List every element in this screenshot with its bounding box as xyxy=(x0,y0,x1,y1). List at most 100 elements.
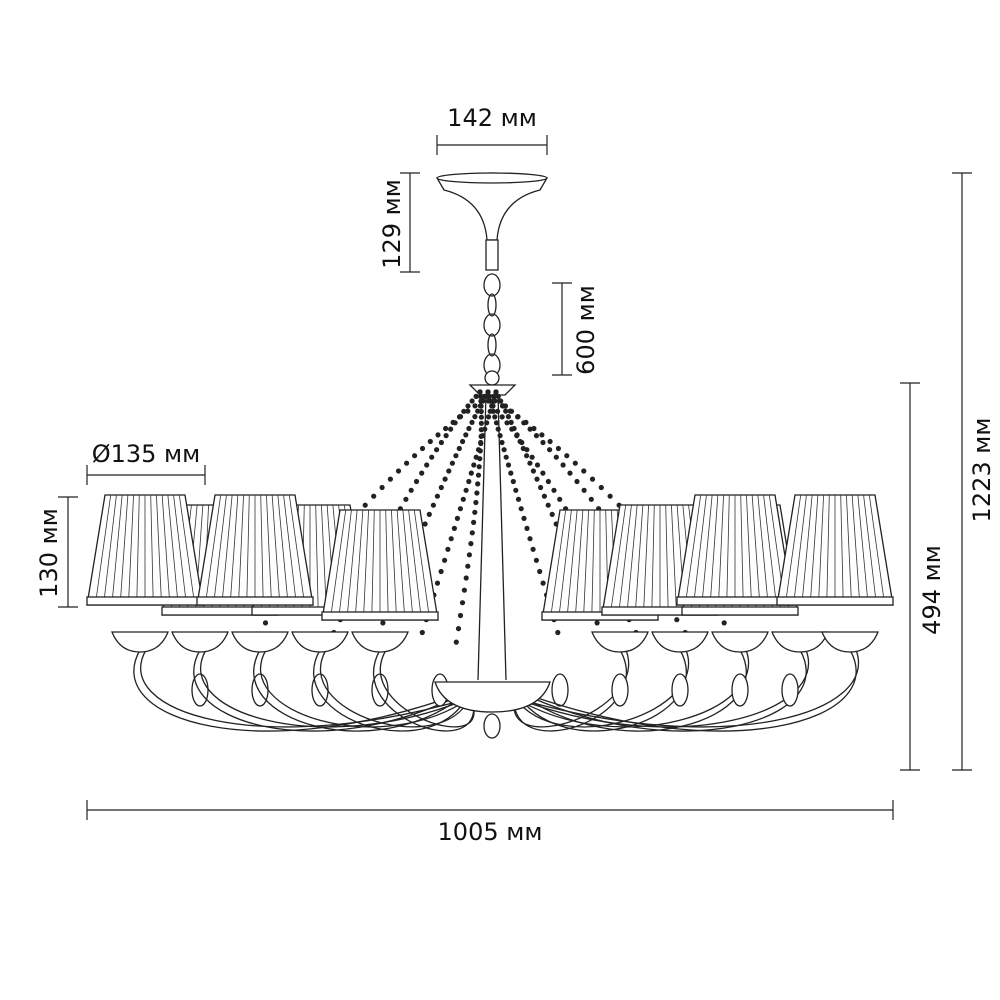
bead xyxy=(485,389,491,395)
bead xyxy=(479,398,485,404)
bead xyxy=(496,398,503,404)
bead xyxy=(539,432,545,438)
shade-pleat xyxy=(818,494,824,606)
shade-pleat xyxy=(338,509,352,621)
bead xyxy=(449,460,455,466)
shade-pleat xyxy=(826,494,830,606)
bead xyxy=(457,612,464,619)
bead xyxy=(503,408,509,414)
shade-pleat xyxy=(718,494,724,606)
shade-pleat xyxy=(246,494,250,606)
arm xyxy=(199,649,471,728)
shade-pleat xyxy=(136,494,140,606)
bead xyxy=(380,620,386,626)
canopy-width-label: 142 мм xyxy=(447,104,537,132)
shade-pleat xyxy=(693,494,707,606)
bead xyxy=(533,433,540,439)
bead xyxy=(478,403,484,409)
bead xyxy=(493,420,500,426)
candle-cup xyxy=(771,631,829,653)
bead xyxy=(448,536,454,542)
bead xyxy=(469,398,475,404)
bead xyxy=(371,493,377,499)
shade-pleat xyxy=(726,494,730,606)
bead xyxy=(545,502,551,508)
bead xyxy=(490,403,496,409)
shade-pleat xyxy=(178,494,196,606)
bead xyxy=(430,502,436,508)
shade-pleat xyxy=(277,494,289,606)
bead xyxy=(450,419,456,425)
bead xyxy=(466,552,472,558)
bead xyxy=(499,414,505,420)
shade-pleat xyxy=(549,509,567,621)
shade-rim xyxy=(196,596,314,606)
shade-pleat xyxy=(566,509,578,621)
bead xyxy=(531,425,537,432)
shade-pleat xyxy=(204,494,222,606)
bead xyxy=(469,530,475,536)
bead xyxy=(523,419,529,425)
bead xyxy=(468,541,474,547)
bead xyxy=(438,484,444,491)
shade-pleat xyxy=(701,494,713,606)
bead xyxy=(446,468,452,474)
crystal-drop xyxy=(731,673,749,707)
chain xyxy=(483,273,501,386)
shade-pleat xyxy=(238,494,244,606)
bead xyxy=(466,425,472,432)
candle-cup xyxy=(351,631,409,653)
bead xyxy=(435,432,441,438)
shade-pleat xyxy=(385,509,389,621)
bead xyxy=(499,439,505,446)
bead xyxy=(524,525,530,532)
crystal-drop xyxy=(671,673,689,707)
shade-pleat xyxy=(371,509,375,621)
bead xyxy=(477,448,483,454)
candle-cup xyxy=(231,631,289,653)
shade-pleat xyxy=(229,494,239,606)
bead xyxy=(419,445,426,452)
candle-cup xyxy=(291,631,349,653)
shade-pleat xyxy=(591,509,595,621)
bead xyxy=(495,426,501,432)
chain-link xyxy=(483,313,501,337)
bead xyxy=(509,426,515,432)
bead xyxy=(434,493,440,499)
shade-pleat xyxy=(868,494,886,606)
bead xyxy=(589,476,596,482)
bead xyxy=(429,454,435,460)
arm xyxy=(253,649,471,732)
shade-pleat xyxy=(391,509,397,621)
lamp-shade xyxy=(321,509,439,621)
bead xyxy=(413,478,420,485)
shade-pleat xyxy=(346,509,358,621)
arm xyxy=(319,649,471,728)
bead xyxy=(594,620,600,626)
bead xyxy=(518,506,524,512)
bead xyxy=(493,389,499,395)
bead xyxy=(426,511,432,517)
bead xyxy=(521,515,527,522)
bead xyxy=(607,493,613,499)
bead xyxy=(514,433,520,439)
arm xyxy=(514,649,859,728)
shade-pleat xyxy=(150,494,154,606)
shade-pleat xyxy=(103,494,117,606)
body-height-label: 494 мм xyxy=(918,545,946,635)
bead xyxy=(515,496,522,502)
dimension-lines xyxy=(58,135,972,820)
bead xyxy=(443,425,449,432)
lamp-shades xyxy=(86,494,894,621)
shade-pleat xyxy=(684,494,702,606)
bead xyxy=(497,433,503,439)
bead xyxy=(495,408,501,414)
shade-rim xyxy=(86,596,204,606)
shade-rim xyxy=(776,596,894,606)
shade-pleat xyxy=(857,494,869,606)
bead xyxy=(478,420,484,426)
bead xyxy=(443,433,449,439)
bead xyxy=(362,502,368,508)
bead xyxy=(551,487,557,493)
candle-cup xyxy=(711,631,769,653)
